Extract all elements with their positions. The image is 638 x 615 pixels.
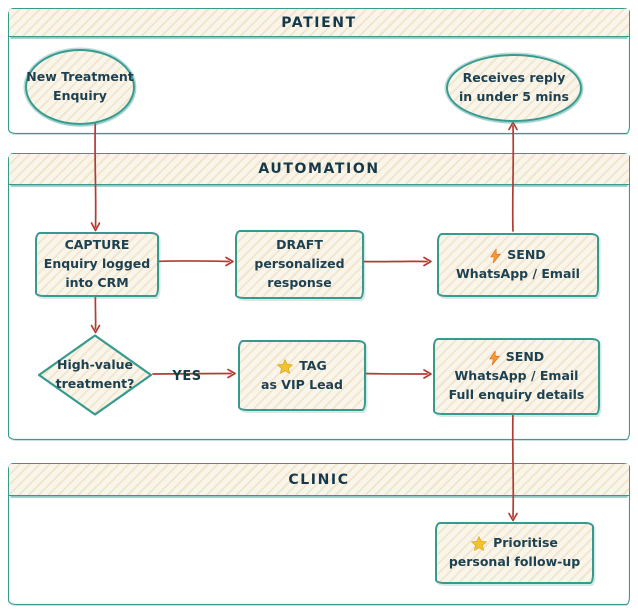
lane-title-automation: AUTOMATION	[258, 161, 380, 177]
node-send-details[interactable]: SEND WhatsApp / Email Full enquiry detai…	[433, 338, 600, 415]
node-receives-reply-line1: Receives reply	[462, 70, 566, 86]
node-tag-vip-line2: as VIP Lead	[261, 376, 343, 392]
node-send-details-title: SEND	[505, 349, 545, 365]
node-prioritise-title: Prioritise	[493, 535, 558, 551]
edge-label-yes: YES	[172, 369, 202, 384]
node-high-value-line1: High-value	[56, 357, 134, 373]
node-new-enquiry-line1: New Treatment	[26, 69, 134, 85]
arrow-tag-to-send-details[interactable]	[362, 372, 428, 375]
arrow-send-to-reply[interactable]	[511, 125, 515, 232]
lane-title-clinic: CLINIC	[288, 471, 350, 488]
node-high-value-decision[interactable]: High-value treatment?	[35, 333, 155, 417]
arrow-capture-to-draft[interactable]	[155, 260, 230, 263]
node-send-reply[interactable]: SEND WhatsApp / Email	[437, 233, 599, 297]
node-draft-line3: response	[267, 274, 332, 290]
node-capture[interactable]: CAPTURE Enquiry logged into CRM	[35, 232, 159, 297]
arrowhead-send-to-reply	[508, 121, 518, 131]
arrowhead-enquiry-to-capture	[90, 222, 101, 232]
arrowhead-tag-to-send-details	[423, 369, 432, 379]
lane-title-patient: PATIENT	[281, 14, 357, 31]
arrowhead-capture-to-draft	[225, 256, 234, 267]
node-send-reply-line2: WhatsApp / Email	[456, 266, 580, 281]
node-draft[interactable]: DRAFT personalized response	[235, 230, 364, 299]
arrow-enquiry-to-capture[interactable]	[94, 117, 97, 228]
arrowhead-draft-to-send	[423, 256, 432, 267]
node-send-details-line3: Full enquiry details	[448, 386, 585, 402]
arrowhead-capture-to-decision	[90, 324, 101, 334]
node-prioritise[interactable]: Prioritise personal follow-up	[435, 522, 594, 584]
lane-header-patient[interactable]: PATIENT	[9, 9, 629, 37]
arrow-send-details-to-prioritise[interactable]	[511, 411, 515, 518]
star-icon	[471, 536, 487, 551]
node-capture-line2: Enquiry logged	[43, 256, 151, 272]
arrow-decision-to-tag[interactable]	[152, 372, 232, 375]
lightning-icon	[490, 248, 501, 263]
node-high-value-line2: treatment?	[55, 376, 135, 391]
lane-header-clinic[interactable]: CLINIC	[9, 464, 629, 496]
lightning-icon	[489, 350, 500, 365]
node-prioritise-line2: personal follow-up	[448, 554, 581, 569]
node-tag-vip[interactable]: TAG as VIP Lead	[238, 340, 366, 411]
arrowhead-send-details-to-prioritise	[508, 512, 518, 522]
node-tag-vip-title: TAG	[299, 357, 327, 373]
node-draft-line2: personalized	[254, 256, 345, 272]
node-send-details-line2: WhatsApp / Email	[454, 368, 579, 384]
star-icon	[277, 358, 294, 374]
node-new-enquiry[interactable]: New Treatment Enquiry	[25, 49, 135, 125]
node-receives-reply[interactable]: Receives reply in under 5 mins	[446, 54, 582, 122]
node-capture-line3: into CRM	[65, 274, 129, 290]
decision-diamond-outline	[37, 334, 153, 416]
lane-header-automation[interactable]: AUTOMATION	[9, 154, 629, 185]
arrowhead-decision-to-tag	[227, 368, 236, 379]
node-capture-title: CAPTURE	[64, 237, 130, 253]
node-new-enquiry-line2: Enquiry	[53, 88, 107, 103]
node-receives-reply-line2: in under 5 mins	[459, 89, 569, 104]
node-draft-title: DRAFT	[276, 237, 323, 253]
node-send-reply-title: SEND	[507, 247, 546, 263]
